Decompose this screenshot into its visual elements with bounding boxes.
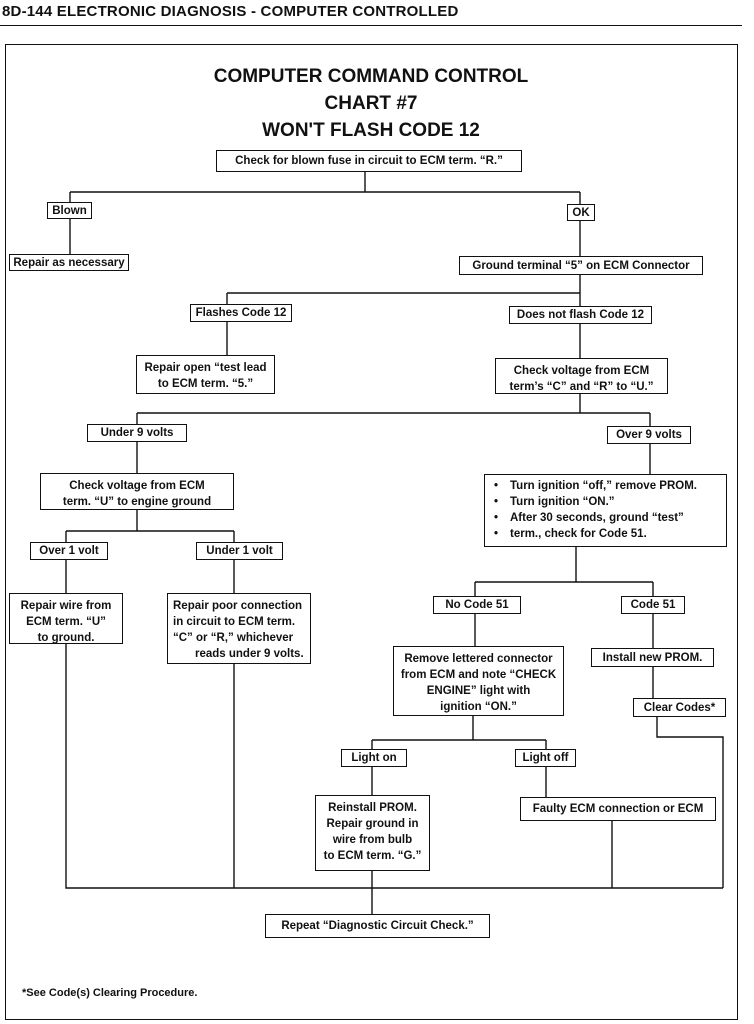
prom-step-1: Turn ignition “off,” remove PROM. bbox=[494, 478, 723, 494]
node-repair-poor-connection: Repair poor connection in circuit to ECM… bbox=[167, 593, 311, 664]
node-prom-steps: Turn ignition “off,” remove PROM. Turn i… bbox=[484, 474, 727, 547]
node-under-9-volts: Under 9 volts bbox=[87, 424, 187, 442]
node-light-off: Light off bbox=[515, 749, 576, 767]
repair-open-line-2: to ECM term. “5.” bbox=[157, 378, 254, 390]
node-repeat-diagnostic-check: Repeat “Diagnostic Circuit Check.” bbox=[265, 914, 490, 938]
prom-step-2: Turn ignition “ON.” bbox=[494, 494, 723, 510]
remove-connector-line-1: Remove lettered connector bbox=[404, 653, 553, 665]
node-install-new-prom: Install new PROM. bbox=[591, 648, 714, 667]
repair-wire-line-3: to ground. bbox=[37, 632, 95, 644]
node-flashes-code-12: Flashes Code 12 bbox=[190, 304, 292, 322]
check-voltage-u-line-2: term. “U” to engine ground bbox=[62, 496, 212, 508]
node-blown: Blown bbox=[47, 202, 92, 219]
remove-connector-line-2: from ECM and note “CHECK bbox=[400, 669, 557, 681]
chart-title-line-3: WON'T FLASH CODE 12 bbox=[262, 120, 480, 141]
node-ground-terminal-5: Ground terminal “5” on ECM Connector bbox=[459, 256, 703, 275]
connector-ground-branch bbox=[226, 274, 581, 306]
node-no-code-51: No Code 51 bbox=[433, 596, 521, 614]
repair-poor-line-4: reads under 9 volts. bbox=[195, 648, 304, 660]
reinstall-prom-line-1: Reinstall PROM. bbox=[328, 802, 417, 814]
chart-title-line-1: COMPUTER COMMAND CONTROL bbox=[213, 66, 529, 87]
node-over-1-volt: Over 1 volt bbox=[30, 542, 108, 560]
repair-poor-line-3: “C” or “R,” whichever bbox=[173, 632, 294, 644]
chart-frame bbox=[5, 44, 738, 1020]
reinstall-prom-line-3: wire from bulb bbox=[332, 834, 413, 846]
node-code-51: Code 51 bbox=[621, 596, 685, 614]
chart-title-line-2: CHART #7 bbox=[324, 93, 418, 114]
node-does-not-flash: Does not flash Code 12 bbox=[509, 306, 652, 324]
node-reinstall-prom: Reinstall PROM. Repair ground in wire fr… bbox=[315, 795, 430, 871]
node-repair-open-test-lead: Repair open “test lead to ECM term. “5.” bbox=[136, 355, 275, 394]
repair-wire-line-2: ECM term. “U” bbox=[26, 616, 106, 628]
reinstall-prom-line-4: to ECM term. “G.” bbox=[323, 850, 422, 862]
reinstall-prom-line-2: Repair ground in bbox=[326, 818, 419, 830]
connector-remove-branch bbox=[371, 715, 547, 749]
node-over-9-volts: Over 9 volts bbox=[607, 426, 691, 444]
connector-clear-right bbox=[656, 717, 724, 888]
check-voltage-u-line-1: Check voltage from ECM bbox=[69, 480, 205, 492]
prom-step-4: term., check for Code 51. bbox=[494, 526, 723, 542]
repair-open-line-1: Repair open “test lead bbox=[144, 362, 267, 374]
node-clear-codes: Clear Codes* bbox=[633, 698, 726, 717]
page-header: 8D-144 ELECTRONIC DIAGNOSIS - COMPUTER C… bbox=[2, 3, 459, 20]
node-faulty-ecm: Faulty ECM connection or ECM bbox=[520, 797, 716, 821]
connector-merge-bottom bbox=[65, 643, 723, 914]
connector-check-branch bbox=[136, 393, 651, 426]
node-repair-as-necessary: Repair as necessary bbox=[9, 254, 129, 271]
node-repair-wire: Repair wire from ECM term. “U” to ground… bbox=[9, 593, 123, 644]
node-check-voltage-c-r-u: Check voltage from ECM term’s “C” and “R… bbox=[495, 358, 668, 394]
node-under-1-volt: Under 1 volt bbox=[196, 542, 283, 560]
check-voltage-crU-line-2: term’s “C” and “R” to “U.” bbox=[509, 381, 654, 393]
node-light-on: Light on bbox=[341, 749, 407, 767]
prom-step-4-text: term., check for Code 51. bbox=[510, 528, 647, 540]
repair-wire-line-1: Repair wire from bbox=[20, 600, 112, 612]
check-voltage-crU-line-1: Check voltage from ECM bbox=[513, 365, 650, 377]
connector-prom-branch bbox=[474, 546, 654, 596]
repair-poor-line-1: Repair poor connection bbox=[173, 600, 303, 612]
node-check-voltage-u: Check voltage from ECM term. “U” to engi… bbox=[40, 473, 234, 510]
node-remove-connector: Remove lettered connector from ECM and n… bbox=[393, 646, 564, 716]
connector-checku-branch bbox=[65, 509, 235, 542]
connector-fuse-branch bbox=[69, 172, 581, 204]
header-rule bbox=[0, 25, 742, 26]
remove-connector-line-3: ENGINE” light with bbox=[426, 685, 531, 697]
remove-connector-line-4: ignition “ON.” bbox=[440, 701, 517, 713]
node-ok: OK bbox=[567, 204, 595, 221]
prom-step-3: After 30 seconds, ground “test” bbox=[494, 510, 723, 526]
footnote: *See Code(s) Clearing Procedure. bbox=[22, 987, 198, 999]
node-check-fuse: Check for blown fuse in circuit to ECM t… bbox=[216, 150, 522, 172]
repair-poor-line-2: in circuit to ECM term. bbox=[173, 616, 296, 628]
